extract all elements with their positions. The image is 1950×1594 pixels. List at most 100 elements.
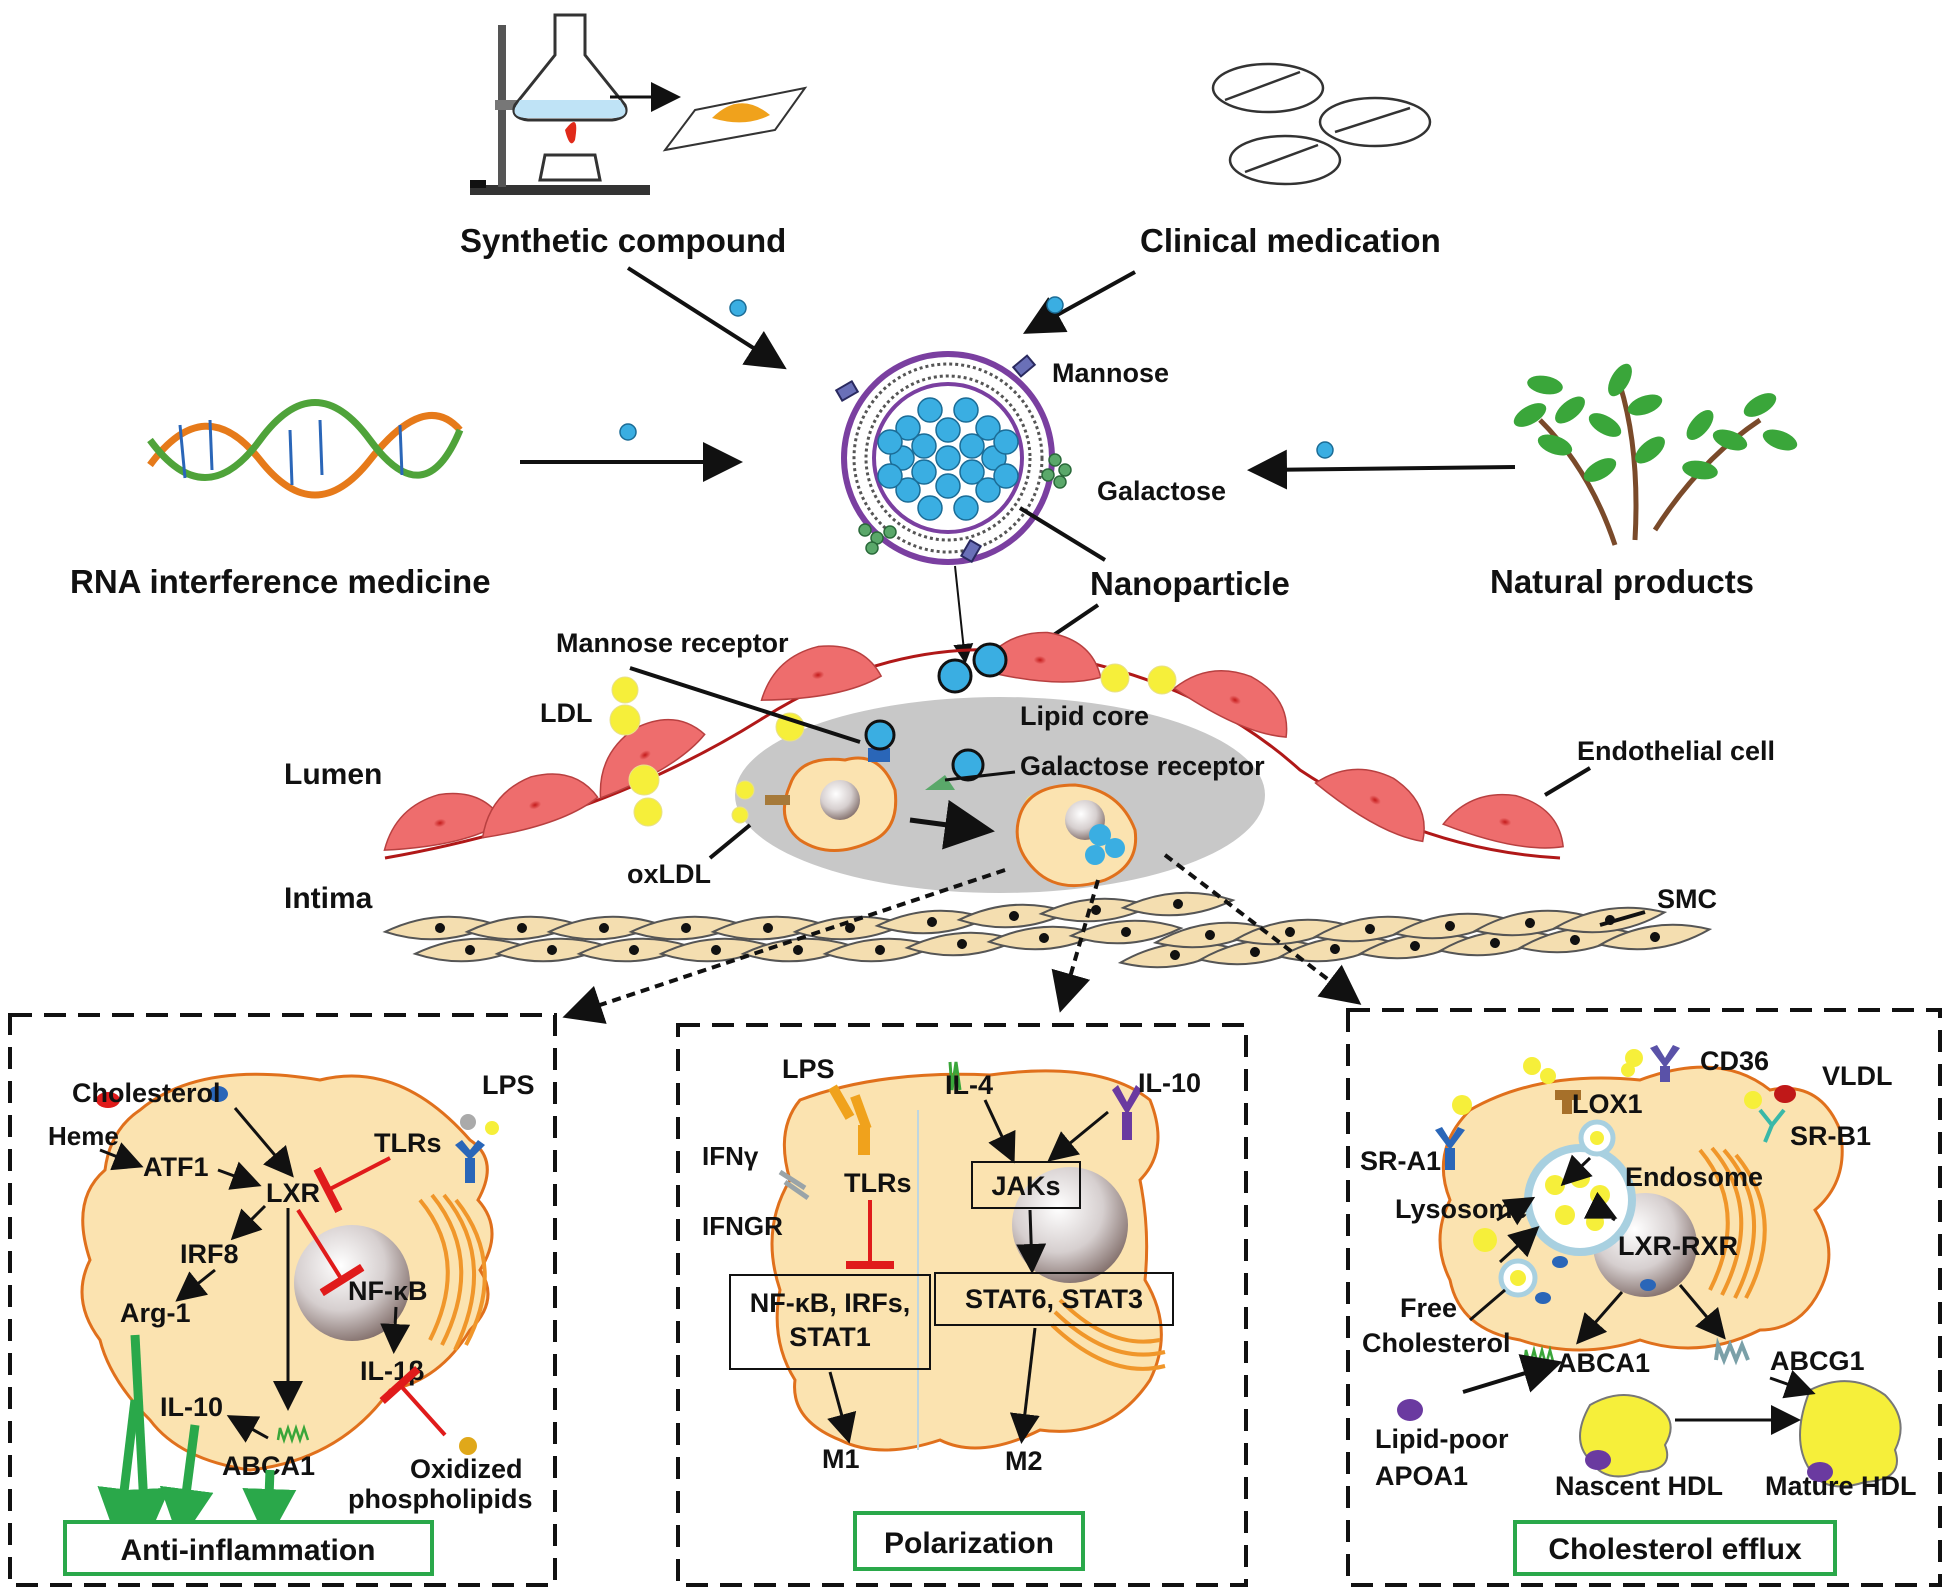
abca1-icon-1 <box>276 1424 310 1444</box>
lumen-label: Lumen <box>284 758 382 791</box>
nanoparticle-pointer <box>1018 506 1107 562</box>
jaks-box <box>971 1161 1081 1209</box>
clinical-medication-label: Clinical medication <box>1140 222 1441 259</box>
endosome-label: Endosome <box>1625 1162 1763 1192</box>
panel-polarization <box>676 1023 1248 1587</box>
polarization-box <box>853 1511 1085 1571</box>
vesicles <box>1473 1119 1616 1298</box>
jaks-label: JAKs <box>991 1171 1060 1201</box>
mannose-receptor-icon <box>864 719 896 762</box>
abca1-label-2: ABCA1 <box>1557 1348 1650 1378</box>
m2-label: M2 <box>1005 1446 1043 1476</box>
ldl-label: LDL <box>540 698 592 728</box>
source-arrows <box>520 266 1516 490</box>
il1b-label: IL-1β <box>360 1356 424 1386</box>
smc-label: SMC <box>1657 884 1717 914</box>
galactose-label: Galactose <box>1097 476 1226 506</box>
mannose-receptor-label: Mannose receptor <box>556 628 789 658</box>
apoa1-dot <box>1397 1399 1423 1421</box>
lxr-label: LXR <box>266 1178 320 1208</box>
nfkb-label: NF-κB <box>348 1276 428 1306</box>
oxldl-label: oxLDL <box>627 859 711 889</box>
dna-helix-icon <box>147 399 464 499</box>
tlr-receptor-icon <box>828 1084 872 1155</box>
il4-receptor-icon <box>948 1061 962 1091</box>
mannose-label: Mannose <box>1052 358 1169 388</box>
bound-nanoparticles <box>937 642 1008 694</box>
endosome-icon <box>1524 1144 1636 1256</box>
heme-label: Heme <box>48 1121 119 1151</box>
plant-icon <box>1513 363 1798 546</box>
apoa1-label: APOA1 <box>1375 1461 1468 1491</box>
nanoparticle-down-arrow <box>953 565 974 664</box>
panel-anti-inflammation <box>8 1013 557 1587</box>
endosome-to-nucleus-arrow <box>1583 1191 1618 1219</box>
nanoparticle-icon <box>834 351 1072 565</box>
lipid-poor-label: Lipid-poor <box>1375 1424 1509 1454</box>
galactose-marker-icon <box>858 453 1072 555</box>
irf8-label: IRF8 <box>180 1239 239 1269</box>
stat6-stat3-box <box>934 1272 1174 1326</box>
macrophage-cell-2 <box>770 1069 1163 1452</box>
phospholipids-label: phospholipids <box>348 1484 532 1514</box>
cholesterol-label: Cholesterol <box>72 1078 221 1108</box>
apoa1-arrow <box>1462 1354 1563 1394</box>
foam-cell-right <box>1015 783 1138 888</box>
mannose-marker-icon <box>834 354 1037 564</box>
cd36-label: CD36 <box>1700 1046 1769 1076</box>
anti-inflammation-box <box>63 1520 434 1576</box>
abcg1-transporter-icon <box>1714 1337 1750 1366</box>
oxldl-pointer <box>708 823 752 860</box>
smooth-muscle-cells <box>382 891 1713 969</box>
lps-label: LPS <box>482 1070 535 1100</box>
mannose-receptor-pointer <box>629 666 861 744</box>
galactose-receptor-label: Galactose receptor <box>1020 751 1265 781</box>
arg1-label: Arg-1 <box>120 1298 191 1328</box>
free-cholesterol-pointer <box>1469 1288 1506 1322</box>
galactose-receptor-icon <box>925 748 985 790</box>
golgi-icon-1 <box>418 1193 487 1351</box>
oxidized-label: Oxidized <box>410 1454 523 1484</box>
ifngr-receptor-icon <box>778 1169 810 1201</box>
endothelial-cell-label: Endothelial cell <box>1577 736 1775 766</box>
hdl-particles <box>1579 1380 1902 1488</box>
atf1-label: ATF1 <box>143 1152 209 1182</box>
abcg1-label: ABCG1 <box>1770 1346 1865 1376</box>
il10-label: IL-10 <box>160 1392 223 1422</box>
panel-arrows <box>562 853 1362 1024</box>
lysosome-label: Lysosome <box>1395 1194 1528 1224</box>
synthetic-compound-label: Synthetic compound <box>460 222 786 259</box>
nascent-hdl-label: Nascent HDL <box>1555 1471 1723 1501</box>
free-cholesterol-dots <box>1535 1256 1656 1304</box>
anti-inflammation-title: Anti-inflammation <box>121 1534 376 1567</box>
golgi-icon-3 <box>1698 1146 1767 1299</box>
galactose-receptor-pointer <box>944 770 1016 782</box>
intima-label: Intima <box>284 882 373 915</box>
panel-cholesterol-efflux <box>1346 1008 1942 1587</box>
panel1-arrows <box>99 1107 411 1443</box>
lxr-rxr-label: LXR-RXR <box>1618 1231 1738 1261</box>
il4-label: IL-4 <box>945 1070 993 1100</box>
natural-products-label: Natural products <box>1490 563 1754 600</box>
free-label: Free <box>1400 1293 1457 1323</box>
heme-dot <box>96 1092 120 1108</box>
il10-receptor-icon <box>1112 1085 1142 1140</box>
abca1-transporter-icon <box>1522 1345 1556 1370</box>
oxidized-phospholipid-dot <box>459 1437 477 1455</box>
panel1-inhibitions <box>296 1156 447 1437</box>
surface-receptors <box>1435 1045 1786 1170</box>
vldl-label: VLDL <box>1822 1061 1893 1091</box>
ifng-label: IFNγ <box>702 1141 759 1171</box>
lipoprotein-dots <box>1452 1049 1796 1115</box>
nanoparticle-label: Nanoparticle <box>1090 565 1290 602</box>
foam-cell-left <box>765 756 898 852</box>
m1-label: M1 <box>822 1444 860 1474</box>
lps-receptor-icon <box>455 1114 499 1183</box>
lox1-label: LOX1 <box>1572 1089 1643 1119</box>
panel2-arrows <box>827 1099 1109 1444</box>
mature-hdl-label: Mature HDL <box>1765 1471 1917 1501</box>
tlrs-label-2: TLRs <box>844 1168 912 1198</box>
tlrs-label: TLRs <box>374 1128 442 1158</box>
lipid-core-label: Lipid core <box>1020 701 1149 731</box>
